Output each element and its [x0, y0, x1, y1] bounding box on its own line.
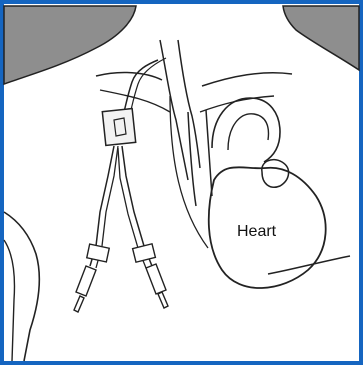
- left-connector: [74, 266, 96, 312]
- right-clamp: [133, 244, 156, 262]
- right-shoulder: [283, 6, 359, 70]
- right-atrium: [262, 160, 289, 188]
- superior-vena-cava: [188, 110, 212, 206]
- brachiocephalic-vein: [200, 96, 274, 112]
- left-arm-outline: [4, 240, 15, 361]
- right-connector: [146, 264, 168, 308]
- aortic-arch: [212, 98, 280, 162]
- heart-lower-curve: [268, 256, 350, 274]
- left-torso-outline: [4, 212, 39, 361]
- catheter-tube-inner: [130, 58, 166, 114]
- heart-label: Heart: [237, 223, 277, 240]
- left-clamp: [87, 244, 109, 262]
- catheter-dressing: [102, 109, 135, 146]
- left-clavicle: [96, 73, 162, 80]
- aortic-arch-inner: [228, 114, 268, 150]
- right-clavicle: [202, 73, 292, 86]
